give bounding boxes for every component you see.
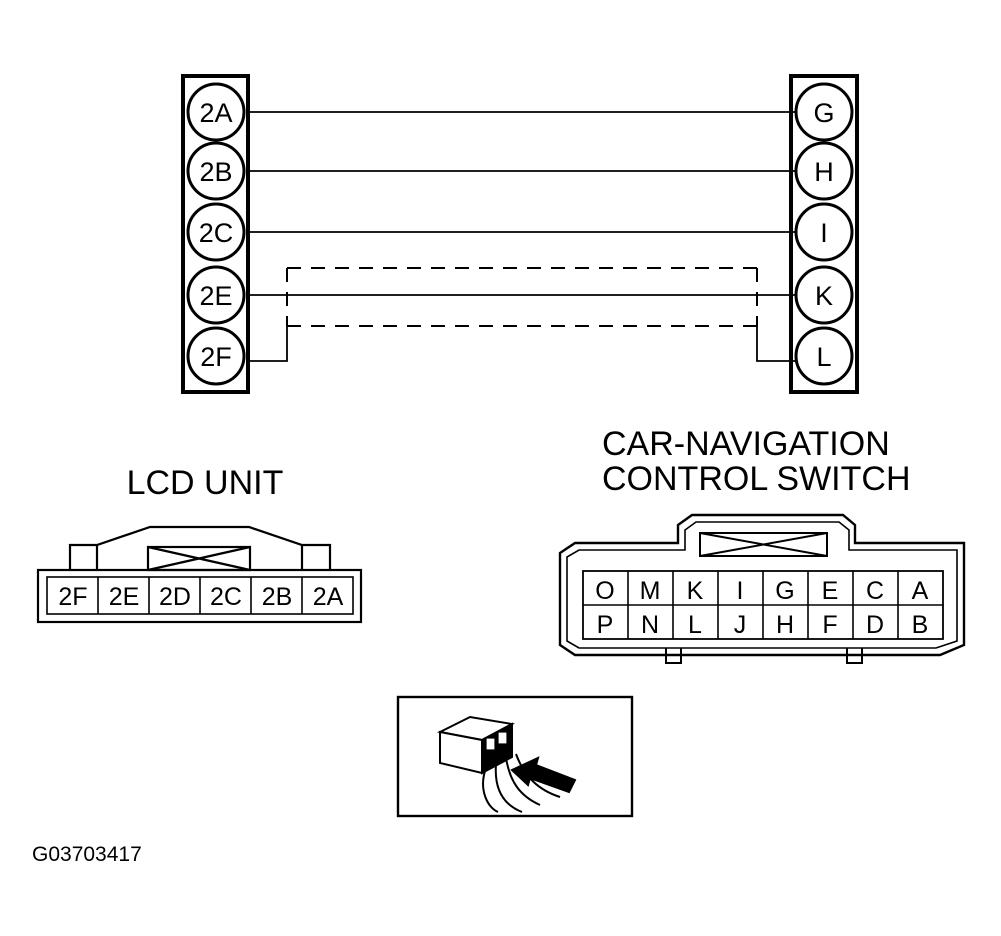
pin-label-right: I	[820, 218, 828, 248]
pin-circle-2E	[186, 265, 246, 325]
lcd-unit-connector	[36, 525, 363, 624]
nav-terminal-label: A	[912, 577, 929, 605]
pin-label-right: K	[815, 281, 833, 311]
pin-circle-2C	[186, 202, 246, 262]
lcd-terminal-label: 2C	[210, 583, 242, 611]
nav-switch-bottom-labels: P N L J H F D B	[597, 611, 929, 639]
nav-switch-connector	[558, 513, 966, 664]
nav-terminal-label: L	[688, 611, 702, 639]
connector-probe-icon	[436, 715, 577, 813]
shield-dashed-box	[286, 267, 758, 327]
nav-switch-title-line2: CONTROL SWITCH	[602, 460, 911, 498]
lcd-unit-terminal-labels: 2F 2E 2D 2C 2B 2A	[58, 583, 343, 611]
pin-label-left: 2E	[199, 281, 232, 311]
pin-circle-K	[794, 265, 854, 325]
lcd-terminal-label: 2B	[262, 583, 293, 611]
nav-terminal-label: K	[687, 577, 704, 605]
left-connector-strip	[181, 74, 250, 394]
pin-circle-2A	[186, 82, 246, 142]
pin-label-right: H	[814, 157, 834, 187]
left-pin-labels: 2A 2B 2C 2E 2F	[199, 98, 234, 372]
nav-terminal-label: G	[775, 577, 794, 605]
pin-circle-I	[794, 202, 854, 262]
figure-code: G03703417	[32, 843, 142, 866]
nav-terminal-label: M	[640, 577, 661, 605]
nav-terminal-label: F	[822, 611, 837, 639]
wire-2F-L-shield	[246, 326, 288, 362]
lcd-terminal-label: 2D	[159, 583, 191, 611]
pin-label-left: 2A	[199, 98, 232, 128]
nav-terminal-label: H	[776, 611, 794, 639]
nav-terminal-label: J	[734, 611, 747, 639]
probe-inset	[396, 695, 634, 818]
wire-L-shield	[756, 326, 795, 362]
pin-label-left: 2F	[200, 342, 232, 372]
lcd-terminal-label: 2F	[58, 583, 87, 611]
nav-terminal-label: N	[641, 611, 659, 639]
pin-label-right: G	[813, 98, 834, 128]
pin-label-left: 2B	[199, 157, 232, 187]
right-connector-strip	[789, 74, 859, 394]
lcd-terminal-label: 2E	[109, 583, 140, 611]
harness	[181, 74, 859, 394]
pin-circle-G	[794, 82, 854, 142]
nav-terminal-label: D	[866, 611, 884, 639]
pin-label-right: L	[816, 342, 831, 372]
nav-terminal-label: O	[595, 577, 614, 605]
nav-terminal-label: I	[737, 577, 744, 605]
lcd-terminal-label: 2A	[313, 583, 344, 611]
nav-terminal-label: P	[597, 611, 614, 639]
pin-circle-2F	[186, 326, 246, 386]
pin-circle-2B	[186, 141, 246, 201]
pin-circle-L	[794, 326, 854, 386]
left-pin-circles	[186, 82, 246, 386]
lcd-unit-title: LCD UNIT	[127, 464, 284, 502]
right-pin-labels: G H I K L	[813, 98, 834, 372]
pin-label-left: 2C	[199, 218, 234, 248]
nav-terminal-label: E	[822, 577, 839, 605]
pin-circle-H	[794, 141, 854, 201]
nav-switch-title-line1: CAR-NAVIGATION	[602, 425, 890, 463]
nav-switch-top-labels: O M K I G E C A	[595, 577, 928, 605]
right-pin-circles	[794, 82, 854, 386]
nav-terminal-label: B	[912, 611, 929, 639]
nav-terminal-label: C	[866, 577, 884, 605]
